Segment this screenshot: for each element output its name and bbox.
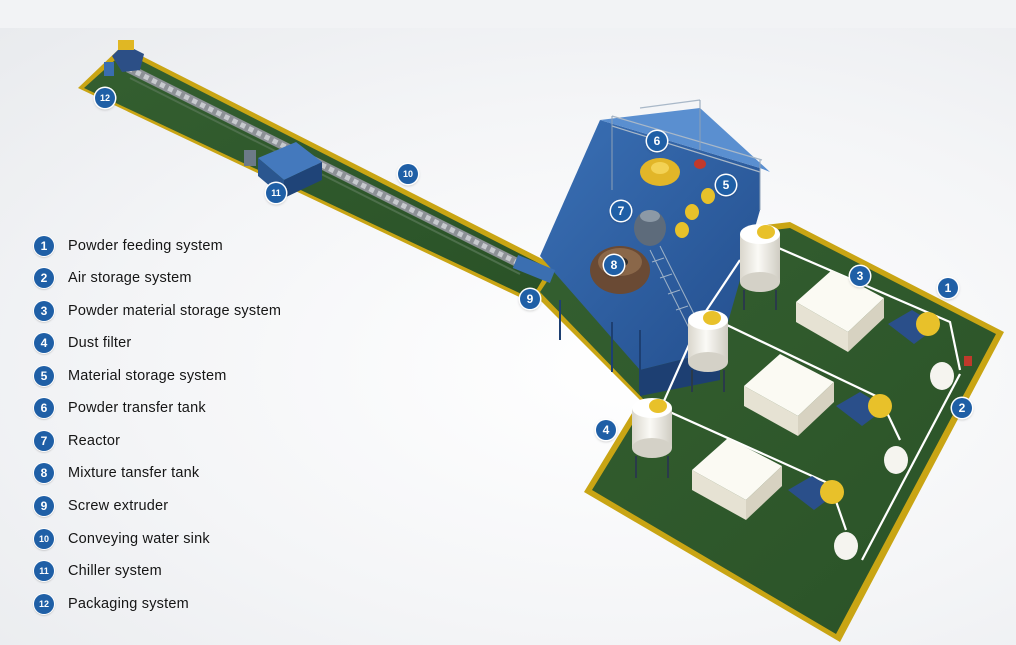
callout-material-storage-system: 5: [716, 175, 736, 195]
legend-number-badge: 1: [34, 236, 54, 256]
callout-mixture-transfer-tank: 8: [604, 255, 624, 275]
legend-label: Conveying water sink: [68, 531, 210, 547]
screw-conveyor: [125, 63, 523, 275]
legend-item: 10 Conveying water sink: [34, 528, 210, 550]
legend-item: 3 Powder material storage system: [34, 300, 281, 322]
legend-item: 2 Air storage system: [34, 267, 192, 289]
legend-number-badge: 7: [34, 431, 54, 451]
legend-number-badge: 3: [34, 301, 54, 321]
top-band: [0, 0, 1016, 28]
legend-item: 1 Powder feeding system: [34, 235, 223, 257]
legend-label: Air storage system: [68, 270, 192, 286]
legend-label: Powder feeding system: [68, 238, 223, 254]
callout-air-storage-system: 2: [952, 398, 972, 418]
packaging-machine: [104, 40, 144, 76]
legend-label: Dust filter: [68, 335, 132, 351]
legend-label: Material storage system: [68, 368, 227, 384]
legend-label: Packaging system: [68, 596, 189, 612]
legend-item: 12 Packaging system: [34, 593, 189, 615]
legend-label: Reactor: [68, 433, 121, 449]
legend-item: 9 Screw extruder: [34, 495, 168, 517]
legend-number-badge: 4: [34, 333, 54, 353]
callout-screw-extruder: 9: [520, 289, 540, 309]
legend-label: Mixture tansfer tank: [68, 465, 200, 481]
legend-number-badge: 10: [34, 529, 54, 549]
process-platform: [512, 99, 770, 396]
legend-number-badge: 11: [34, 561, 54, 581]
callout-powder-transfer-tank: 6: [647, 131, 667, 151]
legend-label: Powder transfer tank: [68, 400, 206, 416]
legend-label: Chiller system: [68, 563, 162, 579]
legend-item: 8 Mixture tansfer tank: [34, 462, 199, 484]
callout-packaging-system: 12: [95, 88, 115, 108]
legend-number-badge: 8: [34, 463, 54, 483]
legend-number-badge: 9: [34, 496, 54, 516]
callout-powder-material-storage-system: 3: [850, 266, 870, 286]
legend-number-badge: 12: [34, 594, 54, 614]
callout-conveying-water-sink: 10: [398, 164, 418, 184]
callout-powder-feeding-system: 1: [938, 278, 958, 298]
legend-number-badge: 2: [34, 268, 54, 288]
legend-item: 6 Powder transfer tank: [34, 397, 206, 419]
legend-number-badge: 5: [34, 366, 54, 386]
callout-dust-filter: 4: [596, 420, 616, 440]
legend-label: Screw extruder: [68, 498, 169, 514]
callout-chiller-system: 11: [266, 183, 286, 203]
legend-item: 5 Material storage system: [34, 365, 227, 387]
legend-item: 4 Dust filter: [34, 332, 131, 354]
legend-number-badge: 6: [34, 398, 54, 418]
legend-item: 11 Chiller system: [34, 560, 162, 582]
legend-label: Powder material storage system: [68, 303, 282, 319]
legend-item: 7 Reactor: [34, 430, 120, 452]
callout-reactor: 7: [611, 201, 631, 221]
storage-area: [632, 224, 972, 561]
